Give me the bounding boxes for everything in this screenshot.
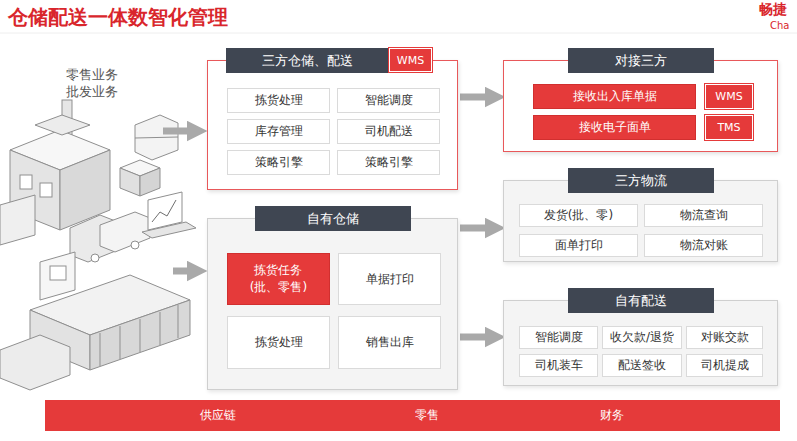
logo-text: 畅捷 — [759, 1, 787, 19]
process-box: 智能调度 — [337, 88, 440, 113]
process-box: 拣货处理 — [227, 88, 330, 113]
box-label: 发货(批、零) — [544, 207, 613, 224]
process-box: 面单打印 — [519, 234, 638, 257]
footer-band: 供应链 零售 财务 — [45, 400, 780, 431]
process-box: 司机配送 — [337, 119, 440, 144]
box-label: 策略引擎 — [365, 154, 413, 171]
box-label: 接收电子面单 — [579, 119, 651, 136]
box-label: 智能调度 — [535, 329, 583, 346]
box-label: WMS — [397, 54, 424, 67]
process-box: 司机装车 — [519, 354, 598, 377]
highlight-box: 接收出入库单据 — [533, 84, 696, 109]
region-panel: 自有仓储拣货任务 (批、零售)单据打印拣货处理销售出库 — [207, 218, 458, 390]
box-label: 拣货任务 (批、零售) — [247, 262, 309, 297]
box-label: 司机提成 — [701, 357, 749, 374]
box-label: 单据打印 — [366, 271, 414, 288]
box-label: 配送签收 — [618, 357, 666, 374]
band-label: 供应链 — [200, 407, 236, 424]
region-panel: 三方物流发货(批、零)物流查询面单打印物流对账 — [503, 180, 778, 262]
box-label: 物流对账 — [680, 237, 728, 254]
process-box: 库存管理 — [227, 119, 330, 144]
region-panel: 自有配送智能调度收欠款/退货对账交款司机装车配送签收司机提成 — [503, 300, 778, 386]
process-box: 司机提成 — [686, 354, 763, 377]
box-label: WMS — [715, 90, 742, 103]
process-box: 销售出库 — [338, 316, 441, 369]
box-label: 面单打印 — [555, 237, 603, 254]
process-box: 对账交款 — [686, 326, 763, 349]
logo-text: Cha — [770, 20, 789, 31]
box-label: 司机装车 — [535, 357, 583, 374]
system-tag: WMS — [705, 84, 753, 109]
title: 仓储配送一体数智化管理 — [8, 4, 228, 31]
region-panel: 三方仓储、配送WMS拣货处理智能调度库存管理司机配送策略引擎策略引擎 — [207, 60, 458, 190]
process-box: 智能调度 — [519, 326, 598, 349]
process-box: 收欠款/退货 — [602, 326, 682, 349]
box-label: 司机配送 — [365, 123, 413, 140]
process-box: 发货(批、零) — [519, 204, 638, 227]
flow-arrow — [163, 128, 197, 135]
box-label: 收欠款/退货 — [610, 329, 674, 346]
flow-arrow — [173, 268, 197, 275]
region-heading: 自有仓储 — [255, 206, 411, 231]
process-box: 配送签收 — [602, 354, 682, 377]
box-label: TMS — [717, 121, 740, 134]
region-heading: 对接三方 — [568, 48, 714, 73]
process-box: 物流查询 — [644, 204, 763, 227]
region-heading: 三方仓储、配送 — [226, 48, 389, 73]
box-label: 销售出库 — [366, 334, 414, 351]
top-rule — [0, 33, 797, 34]
band-label: 财务 — [600, 407, 624, 424]
region-heading: 三方物流 — [568, 168, 714, 193]
system-tag: WMS — [389, 48, 432, 72]
factory-drawing — [0, 100, 196, 390]
business-label: 批发业务 — [66, 83, 118, 101]
process-box: 物流对账 — [644, 234, 763, 257]
process-box: 拣货处理 — [227, 316, 330, 369]
region-heading: 自有配送 — [568, 288, 714, 313]
flow-arrow — [460, 334, 495, 341]
process-box: 策略引擎 — [337, 150, 440, 175]
highlight-box: 拣货任务 (批、零售) — [227, 253, 330, 305]
flow-arrow — [460, 225, 495, 232]
box-label: 智能调度 — [365, 92, 413, 109]
region-panel: 对接三方接收出入库单据WMS接收电子面单TMS — [503, 60, 778, 152]
box-label: 接收出入库单据 — [573, 88, 657, 105]
band-label: 零售 — [415, 407, 439, 424]
box-label: 拣货处理 — [255, 334, 303, 351]
highlight-box: 接收电子面单 — [533, 115, 696, 140]
process-box: 策略引擎 — [227, 150, 330, 175]
box-label: 拣货处理 — [255, 92, 303, 109]
box-label: 物流查询 — [680, 207, 728, 224]
system-tag: TMS — [705, 115, 753, 140]
process-box: 单据打印 — [338, 253, 441, 305]
box-label: 库存管理 — [255, 123, 303, 140]
box-label: 策略引擎 — [255, 154, 303, 171]
flow-arrow — [460, 94, 495, 101]
business-label: 零售业务 — [66, 66, 118, 84]
box-label: 对账交款 — [701, 329, 749, 346]
